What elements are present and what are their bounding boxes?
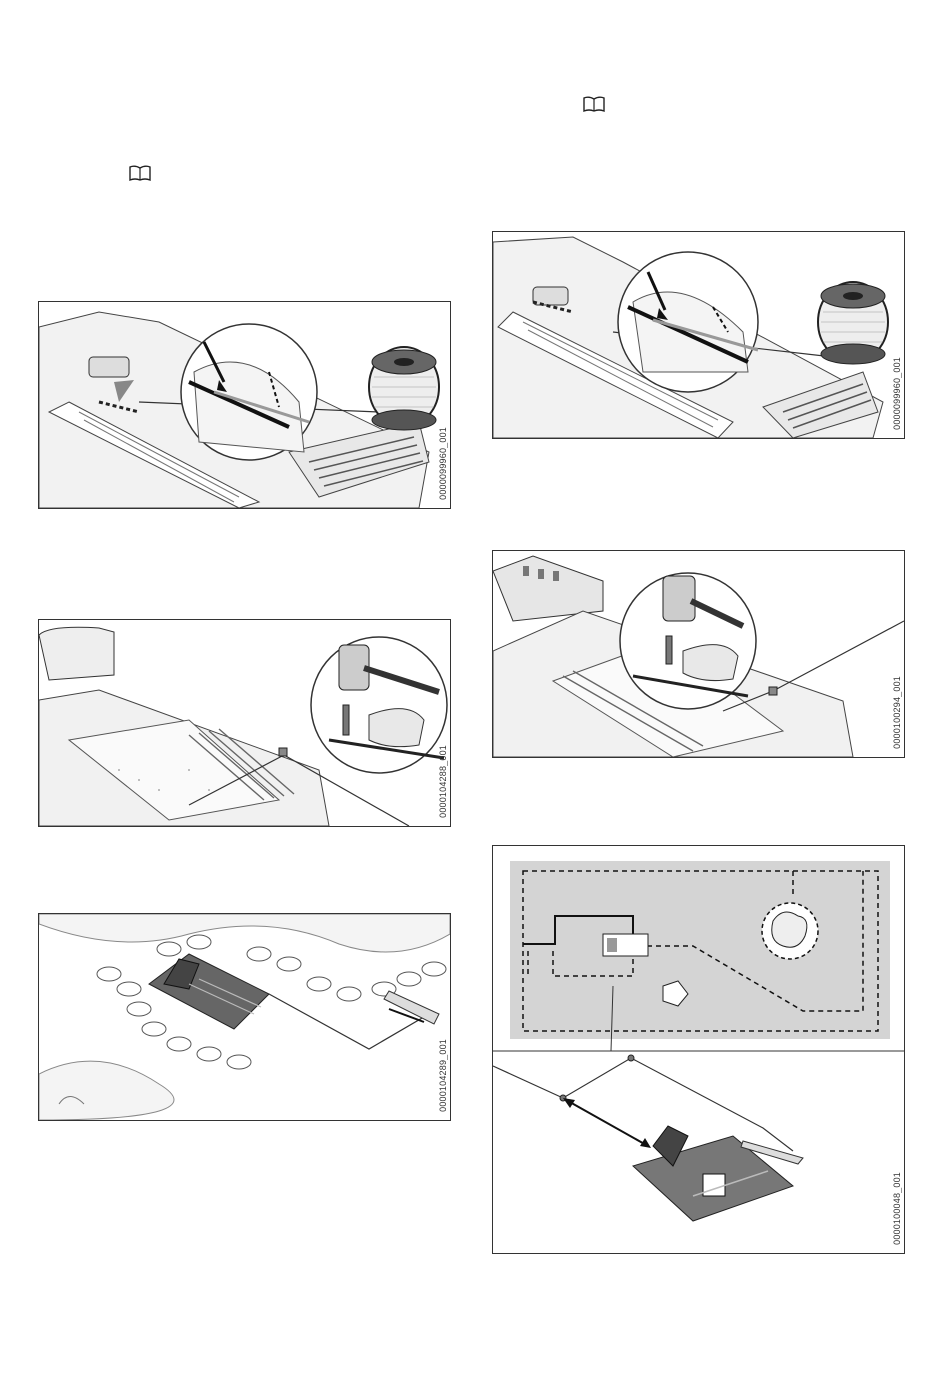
- book-icon: [129, 165, 151, 181]
- figure-id: 0000104289_001: [438, 1039, 448, 1112]
- wire-insertion-illustration-alt: [493, 232, 904, 438]
- figure-id: 0000099960_001: [892, 357, 902, 430]
- figure-id: 0000104288_001: [438, 745, 448, 818]
- garden-scene-illustration: [39, 914, 450, 1120]
- figure-garden-scene: 0000104289_001: [38, 913, 451, 1121]
- figure-wire-insertion-alt: 0000099960_001: [492, 231, 905, 439]
- boundary-plan-illustration: [493, 846, 904, 1253]
- figure-id: 0000100294_001: [892, 676, 902, 749]
- hammer-peg-illustration-alt: [493, 551, 904, 757]
- wire-insertion-illustration: [39, 302, 450, 508]
- figure-id: 0000099960_001: [438, 427, 448, 500]
- hammer-peg-illustration: [39, 620, 450, 826]
- figure-hammer-peg: 0000104288_001: [38, 619, 451, 827]
- figure-id: 0000100048_001: [892, 1172, 902, 1245]
- figure-hammer-peg-alt: 0000100294_001: [492, 550, 905, 758]
- book-icon: [583, 96, 605, 112]
- figure-wire-insertion: 0000099960_001: [38, 301, 451, 509]
- figure-boundary-plan: 0000100048_001: [492, 845, 905, 1254]
